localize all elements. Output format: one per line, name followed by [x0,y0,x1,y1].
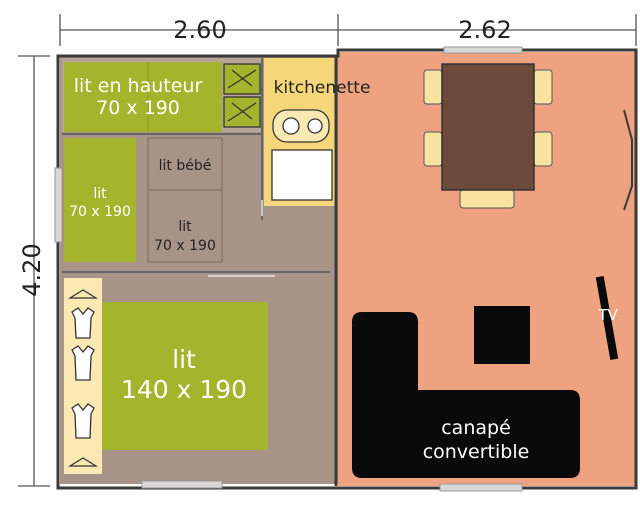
dimension-width-right: 2.62 [458,16,511,44]
dimension-width-left: 2.60 [173,16,226,44]
single-bed-right-label: lit [178,219,192,235]
sink [272,109,330,143]
sofa-sublabel: convertible [423,441,530,463]
sofa-label: canapé [441,417,511,439]
dining-chairs [423,69,553,209]
stove-burner-icon [307,118,323,134]
dimension-lines [18,14,637,487]
tv-unit [595,275,619,361]
stove-burner-icon [282,117,300,135]
single-bed-right [147,189,223,263]
baby-bed-label: lit bébé [159,158,212,174]
entrance-door [623,109,633,211]
baby-bed [147,137,223,191]
hanger-icon [67,289,99,467]
tv-label: TV [597,306,618,324]
single-bed-left [64,138,136,262]
double-bed-size: 140 x 190 [121,375,247,404]
loft-bed-label: lit en hauteur [74,75,203,97]
shirt-icon [71,307,95,439]
exterior-walls [56,48,638,490]
single-bed-left-size: 70 x 190 [69,204,131,220]
dimension-height: 4.20 [18,243,46,296]
kitchenette-label: kitchenette [274,78,371,98]
single-bed-right-size: 70 x 190 [154,238,216,254]
dining-table [441,63,535,191]
loft-bed [64,62,222,132]
interior-walls [62,58,330,273]
double-bed [102,302,268,450]
loft-bed-size: 70 x 190 [96,97,180,119]
ladder-icon [223,63,261,128]
double-bed-label: lit [172,345,196,374]
door-markers [208,200,275,277]
coffee-table [474,306,530,364]
sofa [352,312,580,478]
single-bed-left-label: lit [93,186,107,202]
fridge [271,149,333,201]
windows [54,46,523,492]
